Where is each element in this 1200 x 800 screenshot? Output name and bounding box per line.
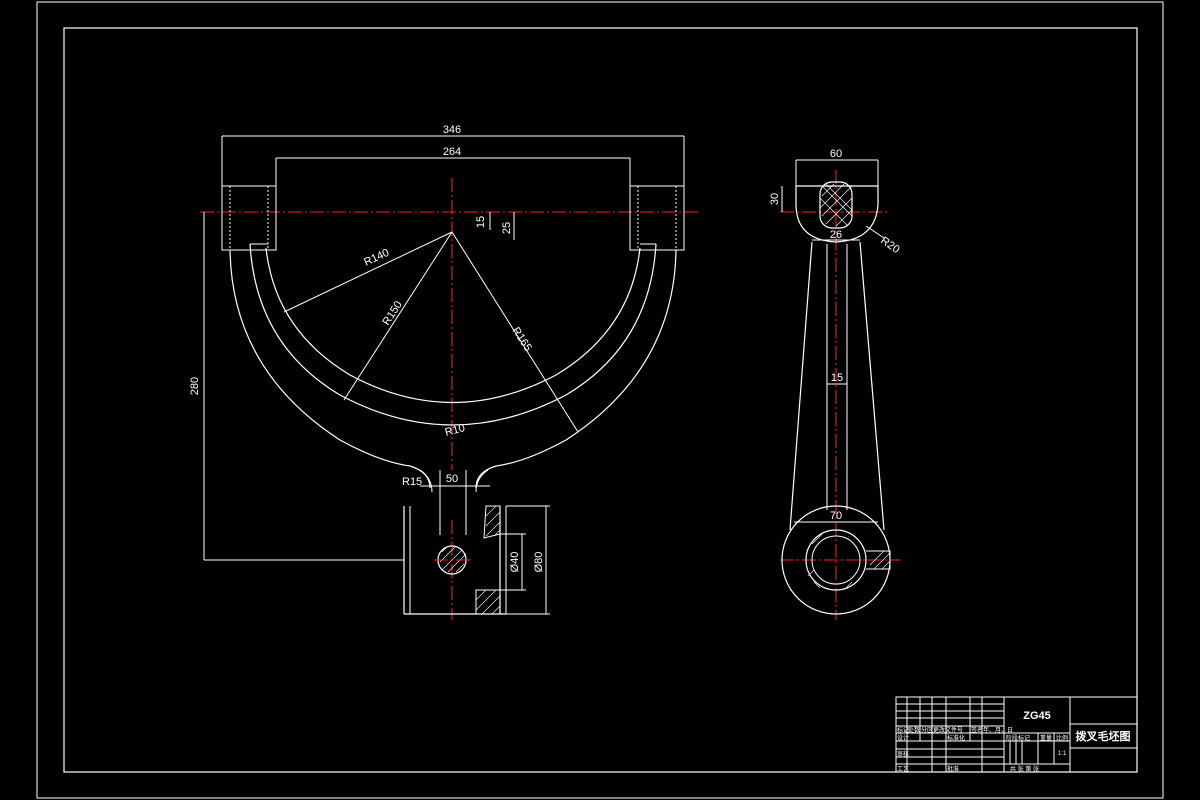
tb-title: 拨叉毛坯图 [1076, 729, 1131, 743]
r10-label: R10 [444, 422, 467, 439]
r15-label: R15 [402, 476, 422, 488]
shank-right [859, 241, 885, 531]
tb-mark: 标记 [897, 726, 909, 734]
left-pad [221, 185, 277, 251]
title-block: 标记 处数 分区 更改文件号 签名 年、月、日 设计 标准化 审核 工艺 批准 … [895, 696, 1138, 773]
tb-process: 工艺 [897, 765, 909, 773]
dim-346: 346 [443, 124, 461, 136]
side-dim-60: 60 [830, 148, 842, 160]
dim-280: 280 [189, 377, 201, 395]
inner-frame [63, 27, 1138, 773]
r150-leader [343, 231, 453, 401]
title-block-frame [895, 696, 1138, 773]
dim-phi80: Ø80 [533, 552, 545, 573]
shank-left [789, 241, 813, 531]
tb-scale: 1:1 [1058, 751, 1067, 757]
tb-review: 审核 [897, 750, 909, 758]
tb-date: 年、月、日 [983, 726, 1013, 734]
boss-section-upper [483, 505, 501, 539]
tb-zone: 分区 [921, 726, 933, 734]
dim-25: 25 [501, 222, 513, 234]
side-boss-lug [866, 550, 891, 570]
right-pad [629, 185, 685, 251]
r165-leader [451, 231, 579, 433]
r165-label: R165 [509, 325, 533, 354]
tb-material: ZG45 [1023, 710, 1051, 722]
tb-count: 处数 [908, 726, 920, 734]
dim-264: 264 [443, 146, 461, 158]
side-top-head [795, 185, 879, 243]
side-dim-15: 15 [831, 372, 843, 384]
tb-standardize: 标准化 [947, 734, 965, 742]
side-view: 60 30 26 R20 15 70 [769, 148, 902, 620]
boss-section-lower [475, 589, 501, 615]
r150-label: R150 [380, 299, 404, 328]
tb-weight: 重量 [1040, 734, 1052, 742]
tb-change-doc: 更改文件号 [933, 726, 963, 734]
side-top-section [819, 181, 853, 229]
tb-stage-mark: 阶段标记 [1006, 734, 1030, 742]
tb-ratio: 比例 [1056, 734, 1068, 742]
fork-outer-right [475, 249, 677, 489]
side-boss-hole-inner [811, 535, 861, 585]
dim-15: 15 [475, 216, 487, 228]
side-r20: R20 [878, 235, 901, 256]
front-view: 346 264 15 25 280 R140 R150 R165 R10 R15… [189, 124, 700, 620]
fork-inner-arc-2 [265, 247, 641, 403]
side-dim-26: 26 [830, 229, 842, 241]
tb-sign: 签名 [971, 726, 983, 734]
tb-design: 设计 [897, 734, 909, 742]
tb-sheets: 共 张 第 张 [1010, 765, 1039, 773]
dim-phi40: Ø40 [509, 552, 521, 573]
dim-50: 50 [446, 473, 458, 485]
fork-inner-arc-1 [249, 243, 657, 426]
side-dim-70: 70 [830, 510, 842, 522]
fork-outer-left [229, 249, 431, 489]
side-boss-hole [805, 529, 867, 591]
r140-leader [283, 231, 453, 313]
side-dim-30: 30 [769, 193, 781, 205]
tb-approve: 批准 [947, 765, 959, 773]
outer-border [36, 1, 1164, 799]
r140-label: R140 [362, 247, 391, 269]
